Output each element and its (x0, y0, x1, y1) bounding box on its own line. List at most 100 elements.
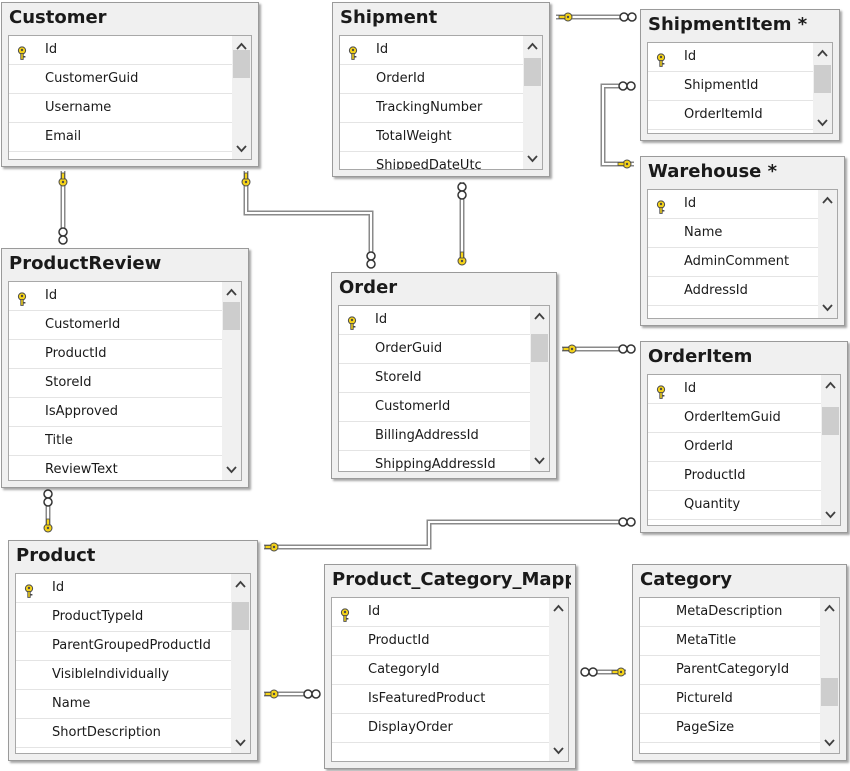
scroll-down-icon[interactable] (813, 113, 832, 133)
scroll-thumb[interactable] (233, 50, 250, 78)
scroll-down-icon[interactable] (530, 451, 549, 471)
scroll-up-icon[interactable] (549, 598, 568, 618)
scrollbar[interactable] (222, 282, 241, 480)
scrollbar[interactable] (232, 36, 251, 159)
scrollbar[interactable] (818, 190, 837, 318)
scroll-up-icon[interactable] (821, 375, 840, 395)
scrollbar[interactable] (813, 43, 832, 133)
scroll-up-icon[interactable] (818, 190, 837, 210)
column-row[interactable]: VisibleIndividually (16, 661, 231, 690)
column-row[interactable]: ShippingAddressId (339, 451, 530, 471)
column-row[interactable]: Id (332, 598, 549, 627)
scroll-up-icon[interactable] (530, 306, 549, 326)
scroll-thumb[interactable] (232, 602, 249, 630)
column-row[interactable]: Name (16, 690, 231, 719)
scroll-down-icon[interactable] (232, 139, 251, 159)
column-row[interactable]: PictureId (640, 685, 820, 714)
column-row[interactable]: Id (648, 43, 813, 72)
column-row[interactable]: Name (648, 219, 818, 248)
scroll-thumb[interactable] (223, 302, 240, 330)
column-row[interactable]: Username (9, 94, 232, 123)
column-row[interactable]: StoreId (339, 364, 530, 393)
column-row[interactable]: ProductId (332, 627, 549, 656)
column-row[interactable]: DisplayOrder (332, 714, 549, 743)
column-row[interactable]: ReviewText (9, 456, 222, 480)
column-row[interactable]: ParentGroupedProductId (16, 632, 231, 661)
column-row[interactable]: CategoryId (332, 656, 549, 685)
column-row[interactable]: Title (9, 427, 222, 456)
scroll-thumb[interactable] (531, 334, 548, 362)
scrollbar[interactable] (820, 598, 839, 753)
column-row[interactable]: IsFeaturedProduct (332, 685, 549, 714)
scroll-up-icon[interactable] (232, 36, 251, 56)
scroll-down-icon[interactable] (231, 733, 250, 753)
column-row[interactable]: Id (339, 306, 530, 335)
column-row[interactable]: ProductTypeId (16, 603, 231, 632)
scroll-thumb[interactable] (524, 58, 541, 86)
scroll-down-icon[interactable] (222, 460, 241, 480)
column-row[interactable]: TrackingNumber (340, 94, 523, 123)
scroll-up-icon[interactable] (820, 598, 839, 618)
column-row[interactable]: Id (9, 36, 232, 65)
column-row[interactable]: ShipmentId (648, 72, 813, 101)
table-product-category-mapping[interactable]: Product_Category_Mapping IdProductIdCate… (324, 564, 576, 769)
column-row[interactable]: OrderGuid (339, 335, 530, 364)
column-row[interactable]: ProductId (9, 340, 222, 369)
column-row[interactable]: Id (648, 375, 821, 404)
column-row[interactable]: IsApproved (9, 398, 222, 427)
column-row[interactable]: AdminComment (648, 248, 818, 277)
column-row[interactable]: MetaTitle (640, 627, 820, 656)
column-row[interactable]: AddressId (648, 277, 818, 306)
column-row[interactable]: Email (9, 123, 232, 152)
scroll-up-icon[interactable] (523, 36, 542, 56)
column-row[interactable]: Id (648, 190, 818, 219)
column-row[interactable]: OrderItemId (648, 101, 813, 130)
column-row[interactable]: ShortDescription (16, 719, 231, 748)
column-row[interactable]: CustomerGuid (9, 65, 232, 94)
scroll-up-icon[interactable] (222, 282, 241, 302)
column-row[interactable]: TotalWeight (340, 123, 523, 152)
column-row[interactable]: BillingAddressId (339, 422, 530, 451)
column-row[interactable]: ProductId (648, 462, 821, 491)
scroll-up-icon[interactable] (813, 43, 832, 63)
scrollbar[interactable] (523, 36, 542, 169)
column-row[interactable]: OrderId (648, 433, 821, 462)
scroll-down-icon[interactable] (821, 505, 840, 525)
scroll-up-icon[interactable] (231, 574, 250, 594)
column-row[interactable]: ParentCategoryId (640, 656, 820, 685)
column-row[interactable]: ShippedDateUtc (340, 152, 523, 169)
column-row[interactable]: OrderItemGuid (648, 404, 821, 433)
column-row[interactable]: PageSize (640, 714, 820, 743)
column-row[interactable]: CustomerId (339, 393, 530, 422)
column-row[interactable]: Quantity (648, 491, 821, 520)
column-row[interactable]: Id (16, 574, 231, 603)
column-row[interactable]: CustomerId (9, 311, 222, 340)
scrollbar[interactable] (231, 574, 250, 753)
scroll-thumb[interactable] (814, 65, 831, 93)
scroll-down-icon[interactable] (820, 733, 839, 753)
column-row[interactable]: OrderId (340, 65, 523, 94)
scroll-down-icon[interactable] (818, 298, 837, 318)
column-row[interactable]: StoreId (9, 369, 222, 398)
column-row[interactable]: Id (340, 36, 523, 65)
scroll-down-icon[interactable] (523, 149, 542, 169)
column-row[interactable]: MetaDescription (640, 598, 820, 627)
